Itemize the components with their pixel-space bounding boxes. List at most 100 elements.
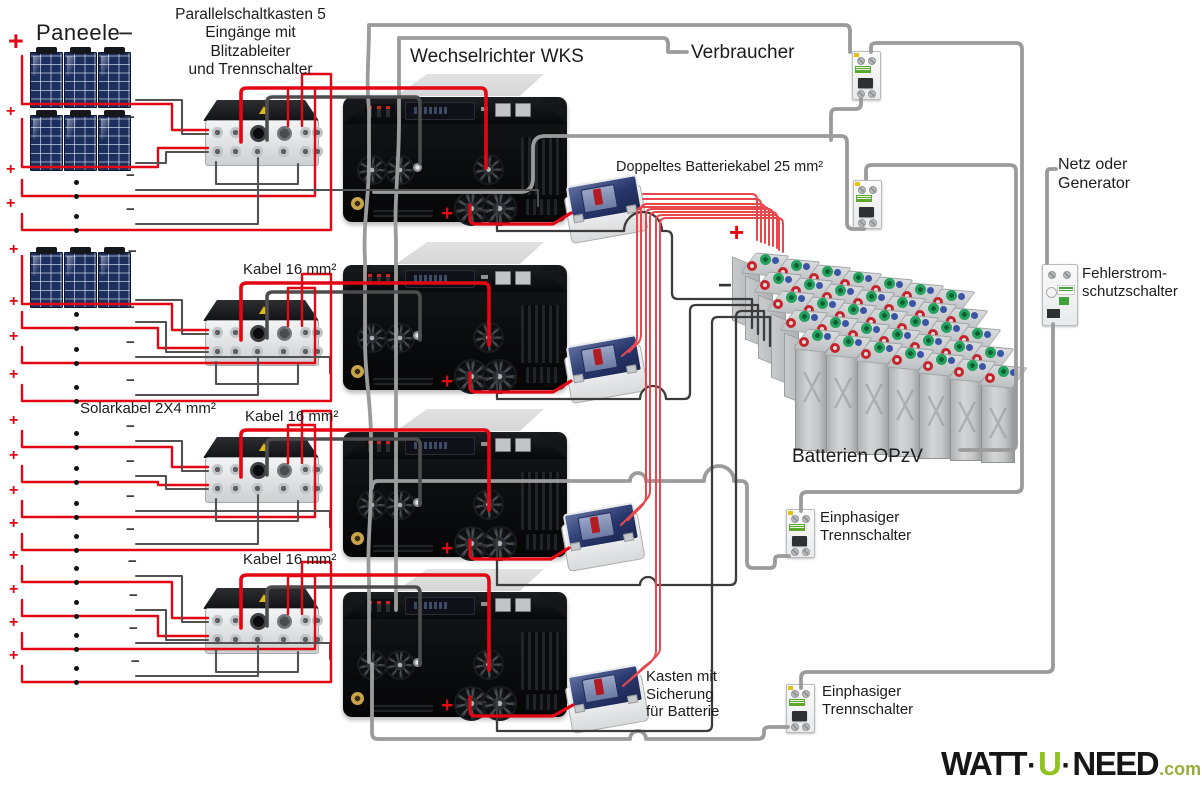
ellipsis-dot xyxy=(74,600,79,605)
vent xyxy=(521,632,561,690)
terminal-red xyxy=(747,261,757,271)
cable-gland xyxy=(300,346,311,357)
terminal-red xyxy=(773,299,783,309)
wire-strR xyxy=(20,464,210,487)
vent xyxy=(521,137,561,195)
cable16-label-3: Kabel 16 mm² xyxy=(243,551,337,568)
terminal-blue xyxy=(997,350,1004,357)
dc-terminal xyxy=(351,692,364,705)
wire-strR xyxy=(20,560,333,684)
terminal-green xyxy=(897,297,908,308)
cable-gland xyxy=(230,483,241,494)
minus-mark: − xyxy=(128,243,137,260)
inverter-shadow xyxy=(396,74,544,96)
wire-strD xyxy=(134,356,260,397)
cable16-label-1: Kabel 16 mm² xyxy=(243,261,337,278)
solar-panel xyxy=(98,110,131,171)
inverter-display xyxy=(405,597,475,615)
bolt xyxy=(413,163,422,172)
wire-ac xyxy=(367,23,852,54)
ellipsis-dot xyxy=(74,480,79,485)
terminal-blue xyxy=(909,300,916,307)
terminal-green xyxy=(786,292,797,303)
terminal-blue xyxy=(940,306,947,313)
plus-mark: + xyxy=(9,547,19,564)
cable-gland xyxy=(300,127,311,138)
minus-mark: − xyxy=(126,109,135,126)
minus-mark: − xyxy=(126,453,135,470)
ellipsis-dot xyxy=(74,445,79,450)
wire-strR xyxy=(20,574,317,651)
grid-label: Netz oder Generator xyxy=(1058,156,1130,194)
battery-logo xyxy=(864,384,884,414)
minus-mark: − xyxy=(126,488,135,505)
logo-watt: WATT xyxy=(941,745,1028,782)
screw xyxy=(791,515,799,523)
solar-panel xyxy=(64,247,97,308)
terminal-green xyxy=(923,335,934,346)
inverter xyxy=(343,97,567,226)
wire-batR xyxy=(628,214,780,682)
plus-mark: + xyxy=(9,412,19,429)
plus-mark: + xyxy=(9,482,19,499)
ethernet-port xyxy=(495,103,511,117)
wire-invR xyxy=(468,695,575,718)
minus-mark: − xyxy=(126,372,135,389)
wire-strD xyxy=(134,298,210,336)
screw xyxy=(802,548,810,556)
battery-fuse-box-label: Kasten mit Sicherung für Batterie xyxy=(646,668,719,721)
plus-mark: + xyxy=(9,366,19,383)
cable-gland xyxy=(212,127,223,138)
plus-mark: + xyxy=(729,217,745,247)
terminal-red xyxy=(830,343,840,353)
terminal-green xyxy=(773,273,784,284)
ellipsis-dot xyxy=(74,534,79,539)
cable-gland xyxy=(212,327,223,338)
minus-mark: − xyxy=(131,653,140,670)
solar-panel xyxy=(64,110,97,171)
wire-pvR xyxy=(239,281,491,347)
terminal-blue xyxy=(878,294,885,301)
wire-pvR xyxy=(239,86,488,170)
wire-strR xyxy=(20,72,333,232)
terminal-green xyxy=(830,317,841,328)
terminal-green xyxy=(835,285,846,296)
parallel-box-label: Parallelschaltkasten 5 Eingänge mit Blit… xyxy=(163,6,338,79)
junction-box-body xyxy=(205,120,323,166)
solar-panel xyxy=(98,247,131,308)
wire-strD xyxy=(134,644,260,678)
minus-sign: − xyxy=(118,18,134,48)
yellow-tab xyxy=(855,182,860,186)
disconnect-label-1: Einphasiger Trennschalter xyxy=(820,509,911,544)
terminal-green xyxy=(804,279,815,290)
ellipsis-dot xyxy=(74,194,79,199)
screw xyxy=(858,186,866,194)
plus-mark: + xyxy=(441,694,454,717)
cable-gland xyxy=(252,346,263,357)
batteries-label: Batterien OPzV xyxy=(792,446,923,467)
solar-cable-label: Solarkabel 2X4 mm² xyxy=(80,400,216,417)
battery-cable-label: Doppeltes Batteriekabel 25 mm² xyxy=(616,159,824,175)
wire-invR xyxy=(468,538,571,561)
screw xyxy=(791,690,799,698)
cable-gland xyxy=(230,346,241,357)
cable-gland xyxy=(230,127,241,138)
plus-mark: + xyxy=(441,370,454,393)
terminal-green xyxy=(866,291,877,302)
screw xyxy=(791,548,799,556)
logo-com: .com xyxy=(1159,759,1202,779)
terminal-red xyxy=(786,318,796,328)
logo-dot: · xyxy=(1027,749,1038,782)
wire-strR xyxy=(20,286,317,365)
wire-batK xyxy=(495,309,766,587)
wire-strD xyxy=(134,98,210,136)
terminal-blue xyxy=(958,293,965,300)
junction-box xyxy=(203,300,323,366)
cable-gland xyxy=(212,146,223,157)
ellipsis-dot xyxy=(74,548,79,553)
ellipsis-dot xyxy=(74,312,79,317)
minus-mark: − xyxy=(126,418,135,435)
plus-mark: + xyxy=(9,647,19,664)
terminal-blue xyxy=(886,345,893,352)
